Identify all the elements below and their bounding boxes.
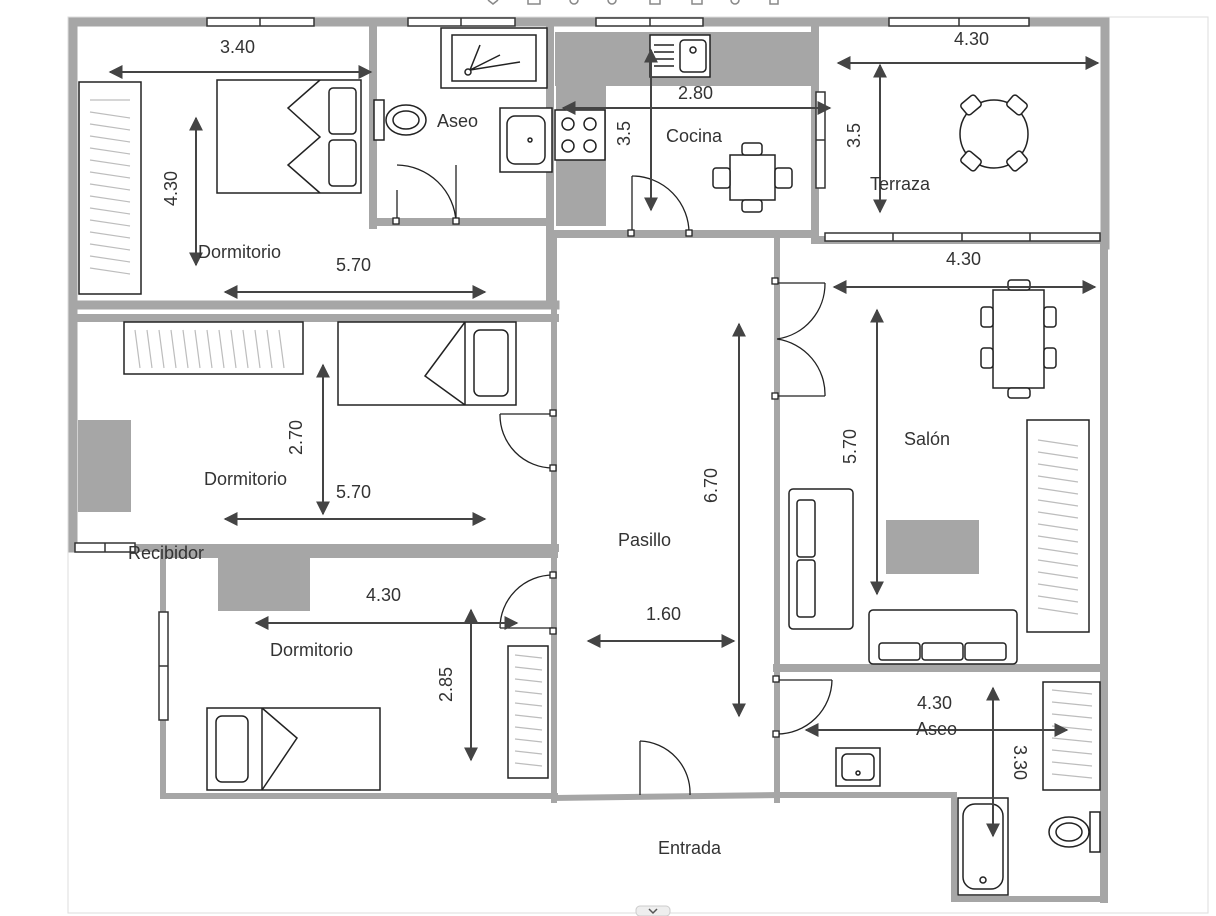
bed-icon bbox=[337, 321, 517, 406]
dim-salon-width: 4.30 bbox=[946, 249, 981, 269]
toilet-icon bbox=[1048, 811, 1101, 853]
sofa-icon bbox=[788, 488, 854, 630]
dim-d3-height: 2.85 bbox=[436, 667, 456, 702]
sink-icon bbox=[835, 747, 881, 787]
door-icon bbox=[772, 675, 833, 738]
stove-icon bbox=[554, 109, 606, 161]
room-label-terraza: Terraza bbox=[870, 174, 931, 194]
dim-aseo2-height: 3.30 bbox=[1010, 745, 1030, 780]
door-icon bbox=[639, 740, 691, 796]
room-label-aseo-2: Aseo bbox=[916, 719, 957, 739]
room-label-pasillo: Pasillo bbox=[618, 530, 671, 550]
window-icon bbox=[74, 542, 136, 553]
window-icon bbox=[888, 17, 1030, 27]
dim-d1-length: 5.70 bbox=[336, 255, 371, 275]
dimension-labels: 3.40 4.30 5.70 2.80 3.5 4.30 3.5 2.70 5.… bbox=[161, 29, 1030, 780]
room-label-dormitorio-3: Dormitorio bbox=[270, 640, 353, 660]
toilet-icon bbox=[373, 99, 427, 141]
window-icon bbox=[407, 17, 516, 27]
door-icon bbox=[771, 277, 826, 400]
bathtub-icon bbox=[957, 797, 1009, 896]
shower-icon bbox=[440, 27, 548, 89]
door-icon bbox=[627, 175, 693, 237]
dim-pasillo-height: 6.70 bbox=[701, 468, 721, 503]
dim-cocina-width: 2.80 bbox=[678, 83, 713, 103]
dim-cocina-height: 3.5 bbox=[614, 121, 634, 146]
window-icon bbox=[824, 232, 1101, 242]
dim-d2-height: 2.70 bbox=[286, 420, 306, 455]
table-icon bbox=[959, 94, 1029, 172]
dim-d1-height: 4.30 bbox=[161, 171, 181, 206]
dim-aseo2-width: 4.30 bbox=[917, 693, 952, 713]
dim-d3-width: 4.30 bbox=[366, 585, 401, 605]
window-icon bbox=[206, 17, 315, 27]
table-icon bbox=[712, 142, 793, 213]
window-icon bbox=[158, 611, 169, 721]
room-label-cocina: Cocina bbox=[666, 126, 723, 146]
door-icon bbox=[499, 409, 557, 472]
bed-icon bbox=[216, 79, 362, 194]
dim-pasillo-width: 1.60 bbox=[646, 604, 681, 624]
dim-salon-height: 5.70 bbox=[840, 429, 860, 464]
room-label-salon: Salón bbox=[904, 429, 950, 449]
room-label-aseo-1: Aseo bbox=[437, 111, 478, 131]
room-label-dormitorio-2: Dormitorio bbox=[204, 469, 287, 489]
sofa-icon bbox=[868, 609, 1018, 665]
doors bbox=[392, 164, 833, 796]
toolbar-icons bbox=[487, 0, 779, 5]
chevron-down-icon bbox=[648, 908, 658, 915]
sink-icon bbox=[649, 34, 711, 78]
dim-d2-length: 5.70 bbox=[336, 482, 371, 502]
table-icon bbox=[980, 279, 1057, 399]
door-icon bbox=[392, 164, 460, 225]
wardrobe-icon bbox=[123, 321, 304, 375]
dim-terraza-height: 3.5 bbox=[844, 123, 864, 148]
wardrobe-icon bbox=[507, 645, 549, 779]
room-labels: Dormitorio Aseo Cocina Terraza Dormitori… bbox=[128, 111, 957, 858]
window-icon bbox=[595, 17, 704, 27]
wardrobe-icon bbox=[1026, 419, 1090, 633]
room-label-dormitorio-1: Dormitorio bbox=[198, 242, 281, 262]
scroll-down-indicator[interactable] bbox=[635, 905, 671, 916]
windows bbox=[74, 17, 1101, 721]
dim-d1-width: 3.40 bbox=[220, 37, 255, 57]
wardrobe-icon bbox=[1042, 681, 1101, 791]
dim-terraza-width: 4.30 bbox=[954, 29, 989, 49]
furniture bbox=[78, 27, 1101, 896]
room-label-entrada: Entrada bbox=[658, 838, 722, 858]
wardrobe-icon bbox=[78, 81, 142, 295]
sink-icon bbox=[499, 107, 553, 173]
bed-icon bbox=[206, 707, 381, 791]
window-icon bbox=[815, 91, 826, 189]
dimension-arrows bbox=[108, 48, 1100, 838]
room-label-recibidor: Recibidor bbox=[128, 543, 204, 563]
